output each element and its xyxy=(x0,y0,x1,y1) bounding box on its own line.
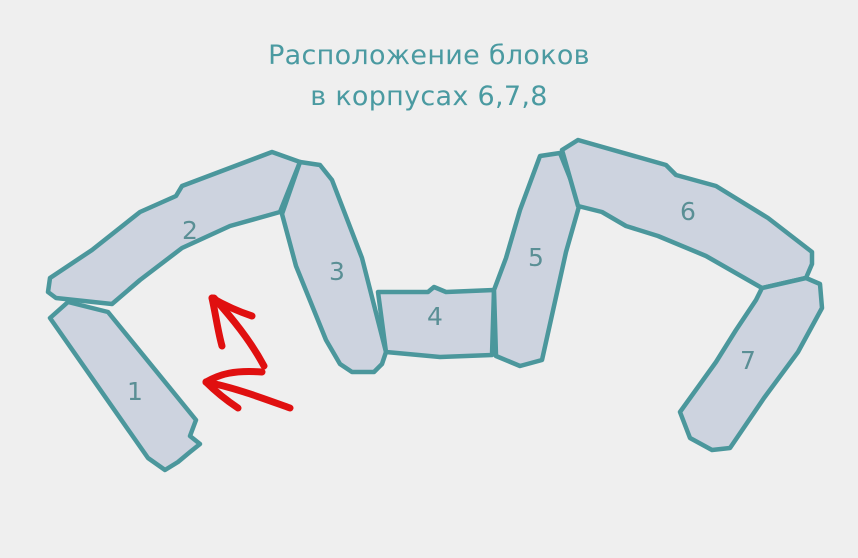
arrow-lower xyxy=(202,368,294,412)
diagram-title-line-1: Расположение блоков xyxy=(268,40,590,71)
block-7-label: 7 xyxy=(740,346,756,375)
block-2[interactable] xyxy=(45,149,303,307)
block-2-label: 2 xyxy=(182,216,198,245)
block-5-label: 5 xyxy=(528,243,544,272)
diagram-title-line-2: в корпусах 6,7,8 xyxy=(310,81,548,112)
block-3[interactable] xyxy=(279,159,389,375)
block-4-label: 4 xyxy=(427,302,443,331)
arrow-upper xyxy=(208,294,268,370)
block-1[interactable] xyxy=(47,299,203,473)
block-6[interactable] xyxy=(559,137,815,291)
block-7[interactable] xyxy=(677,275,825,453)
block-3-label: 3 xyxy=(329,257,345,286)
block-6-label: 6 xyxy=(680,197,696,226)
block-1-label: 1 xyxy=(127,377,143,406)
